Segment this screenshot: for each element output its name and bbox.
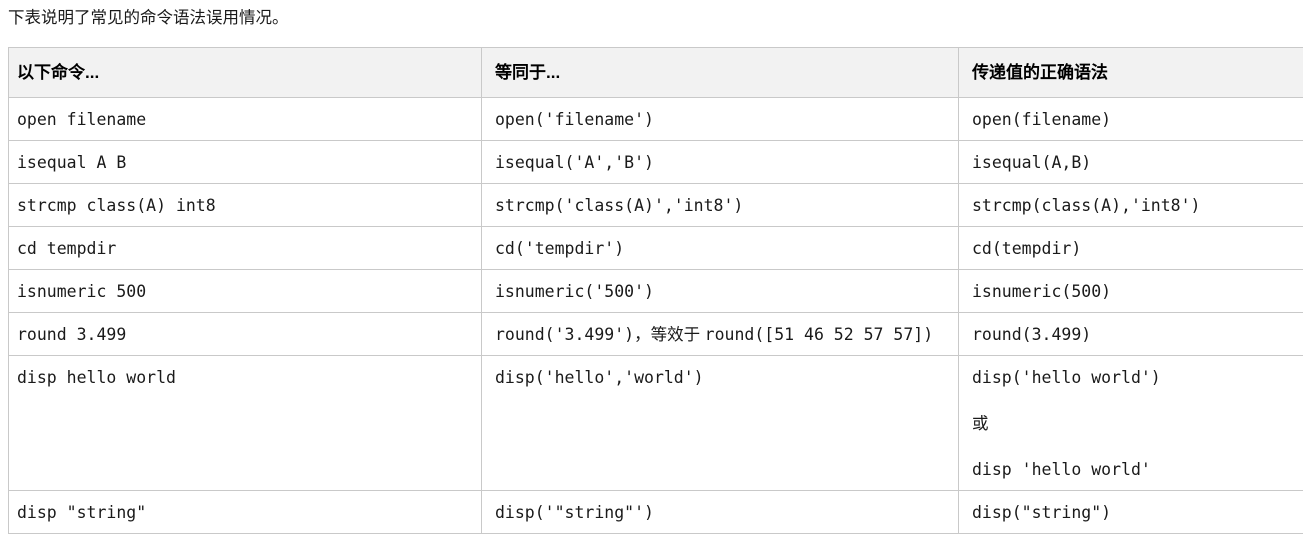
cell-paragraph: strcmp(class(A),'int8') <box>972 189 1291 223</box>
table-cell-equivalent: cd('tempdir') <box>481 226 959 270</box>
code-snippet: open(filename) <box>972 110 1112 129</box>
table-row: isequal A B isequal('A','B') isequal(A,B) <box>8 140 1303 184</box>
cell-paragraph: disp("string") <box>972 496 1291 530</box>
column-header-equivalent: 等同于... <box>481 47 959 98</box>
text-fragment: ，等效于 <box>634 326 705 344</box>
cell-paragraph: round(3.499) <box>972 318 1291 352</box>
cell-paragraph: cd(tempdir) <box>972 232 1291 266</box>
code-snippet: round('3.499') <box>495 325 635 344</box>
table-cell-correct: round(3.499) <box>958 312 1303 356</box>
cell-paragraph: strcmp class(A) int8 <box>17 189 468 223</box>
table-cell-correct: disp('hello world') 或 disp 'hello world' <box>958 355 1303 491</box>
table-body: open filename open('filename') open(filena… <box>8 97 1303 534</box>
table-row: disp "string" disp('"string"') disp("strin… <box>8 490 1303 534</box>
code-snippet: round 3.499 <box>17 325 127 344</box>
cell-paragraph: isequal A B <box>17 146 468 180</box>
code-snippet: isequal('A','B') <box>495 153 654 172</box>
cell-paragraph: isequal(A,B) <box>972 146 1291 180</box>
table-cell-correct: disp("string") <box>958 490 1303 534</box>
cell-paragraph: disp hello world <box>17 361 468 395</box>
code-snippet: isnumeric 500 <box>17 282 147 301</box>
cell-paragraph: disp('hello','world') <box>495 361 945 395</box>
text-fragment: 或 <box>972 415 989 433</box>
code-snippet: cd('tempdir') <box>495 239 625 258</box>
table-cell-command: cd tempdir <box>8 226 482 270</box>
cell-paragraph: open('filename') <box>495 103 945 137</box>
table-row: disp hello world disp('hello','world') dis… <box>8 355 1303 491</box>
table-cell-equivalent: round('3.499')，等效于 round([51 46 52 57 57… <box>481 312 959 356</box>
table-cell-correct: isequal(A,B) <box>958 140 1303 184</box>
code-snippet: strcmp(class(A),'int8') <box>972 196 1201 215</box>
code-snippet: round(3.499) <box>972 325 1092 344</box>
code-snippet: open filename <box>17 110 147 129</box>
cell-paragraph: isnumeric(500) <box>972 275 1291 309</box>
code-snippet: cd(tempdir) <box>972 239 1082 258</box>
table-cell-equivalent: disp('hello','world') <box>481 355 959 491</box>
cell-paragraph: disp "string" <box>17 496 468 530</box>
cell-paragraph: disp('hello world') <box>972 361 1291 395</box>
cell-paragraph: open filename <box>17 103 468 137</box>
code-snippet: disp 'hello world' <box>972 460 1151 479</box>
code-snippet: disp("string") <box>972 503 1112 522</box>
cell-paragraph: isequal('A','B') <box>495 146 945 180</box>
table-cell-equivalent: isnumeric('500') <box>481 269 959 313</box>
code-snippet: disp hello world <box>17 368 176 387</box>
cell-paragraph: isnumeric('500') <box>495 275 945 309</box>
column-header-correct-syntax: 传递值的正确语法 <box>958 47 1303 98</box>
cell-paragraph: cd('tempdir') <box>495 232 945 266</box>
table-cell-command: isnumeric 500 <box>8 269 482 313</box>
cell-paragraph: disp('"string"') <box>495 496 945 530</box>
cell-paragraph: cd tempdir <box>17 232 468 266</box>
code-snippet: disp('"string"') <box>495 503 654 522</box>
table-cell-correct: cd(tempdir) <box>958 226 1303 270</box>
cell-paragraph: round('3.499')，等效于 round([51 46 52 57 57… <box>495 318 945 352</box>
code-snippet: isnumeric(500) <box>972 282 1112 301</box>
cell-paragraph: strcmp('class(A)','int8') <box>495 189 945 223</box>
table-cell-command: open filename <box>8 97 482 141</box>
table-row: open filename open('filename') open(filena… <box>8 97 1303 141</box>
intro-text: 下表说明了常见的命令语法误用情况。 <box>8 9 289 27</box>
table-row: round 3.499 round('3.499')，等效于 round([51 … <box>8 312 1303 356</box>
code-snippet: round([51 46 52 57 57]) <box>704 325 934 344</box>
column-header-command: 以下命令... <box>8 47 482 98</box>
table-cell-command: round 3.499 <box>8 312 482 356</box>
code-snippet: cd tempdir <box>17 239 117 258</box>
table-cell-correct: open(filename) <box>958 97 1303 141</box>
table-cell-correct: isnumeric(500) <box>958 269 1303 313</box>
code-snippet: disp('hello','world') <box>495 368 704 387</box>
code-snippet: disp "string" <box>17 503 147 522</box>
table-cell-equivalent: strcmp('class(A)','int8') <box>481 183 959 227</box>
code-snippet: disp('hello world') <box>972 368 1161 387</box>
cell-paragraph: 或 <box>972 407 1291 441</box>
table-cell-command: disp "string" <box>8 490 482 534</box>
table-cell-command: disp hello world <box>8 355 482 491</box>
code-snippet: open('filename') <box>495 110 654 129</box>
code-snippet: isnumeric('500') <box>495 282 654 301</box>
cell-paragraph: isnumeric 500 <box>17 275 468 309</box>
table-cell-correct: strcmp(class(A),'int8') <box>958 183 1303 227</box>
table-row: strcmp class(A) int8 strcmp('class(A)','i… <box>8 183 1303 227</box>
code-snippet: strcmp class(A) int8 <box>17 196 216 215</box>
cell-paragraph: round 3.499 <box>17 318 468 352</box>
cell-paragraph: disp 'hello world' <box>972 453 1291 487</box>
code-snippet: strcmp('class(A)','int8') <box>495 196 744 215</box>
code-snippet: isequal A B <box>17 153 127 172</box>
table-row: isnumeric 500 isnumeric('500') isnumeric(5… <box>8 269 1303 313</box>
table-cell-command: isequal A B <box>8 140 482 184</box>
code-snippet: isequal(A,B) <box>972 153 1092 172</box>
table-cell-command: strcmp class(A) int8 <box>8 183 482 227</box>
cell-paragraph: open(filename) <box>972 103 1291 137</box>
table-header-row: 以下命令... 等同于... 传递值的正确语法 <box>8 47 1303 98</box>
table-cell-equivalent: isequal('A','B') <box>481 140 959 184</box>
table-cell-equivalent: open('filename') <box>481 97 959 141</box>
table-cell-equivalent: disp('"string"') <box>481 490 959 534</box>
table-row: cd tempdir cd('tempdir') cd(tempdir) <box>8 226 1303 270</box>
